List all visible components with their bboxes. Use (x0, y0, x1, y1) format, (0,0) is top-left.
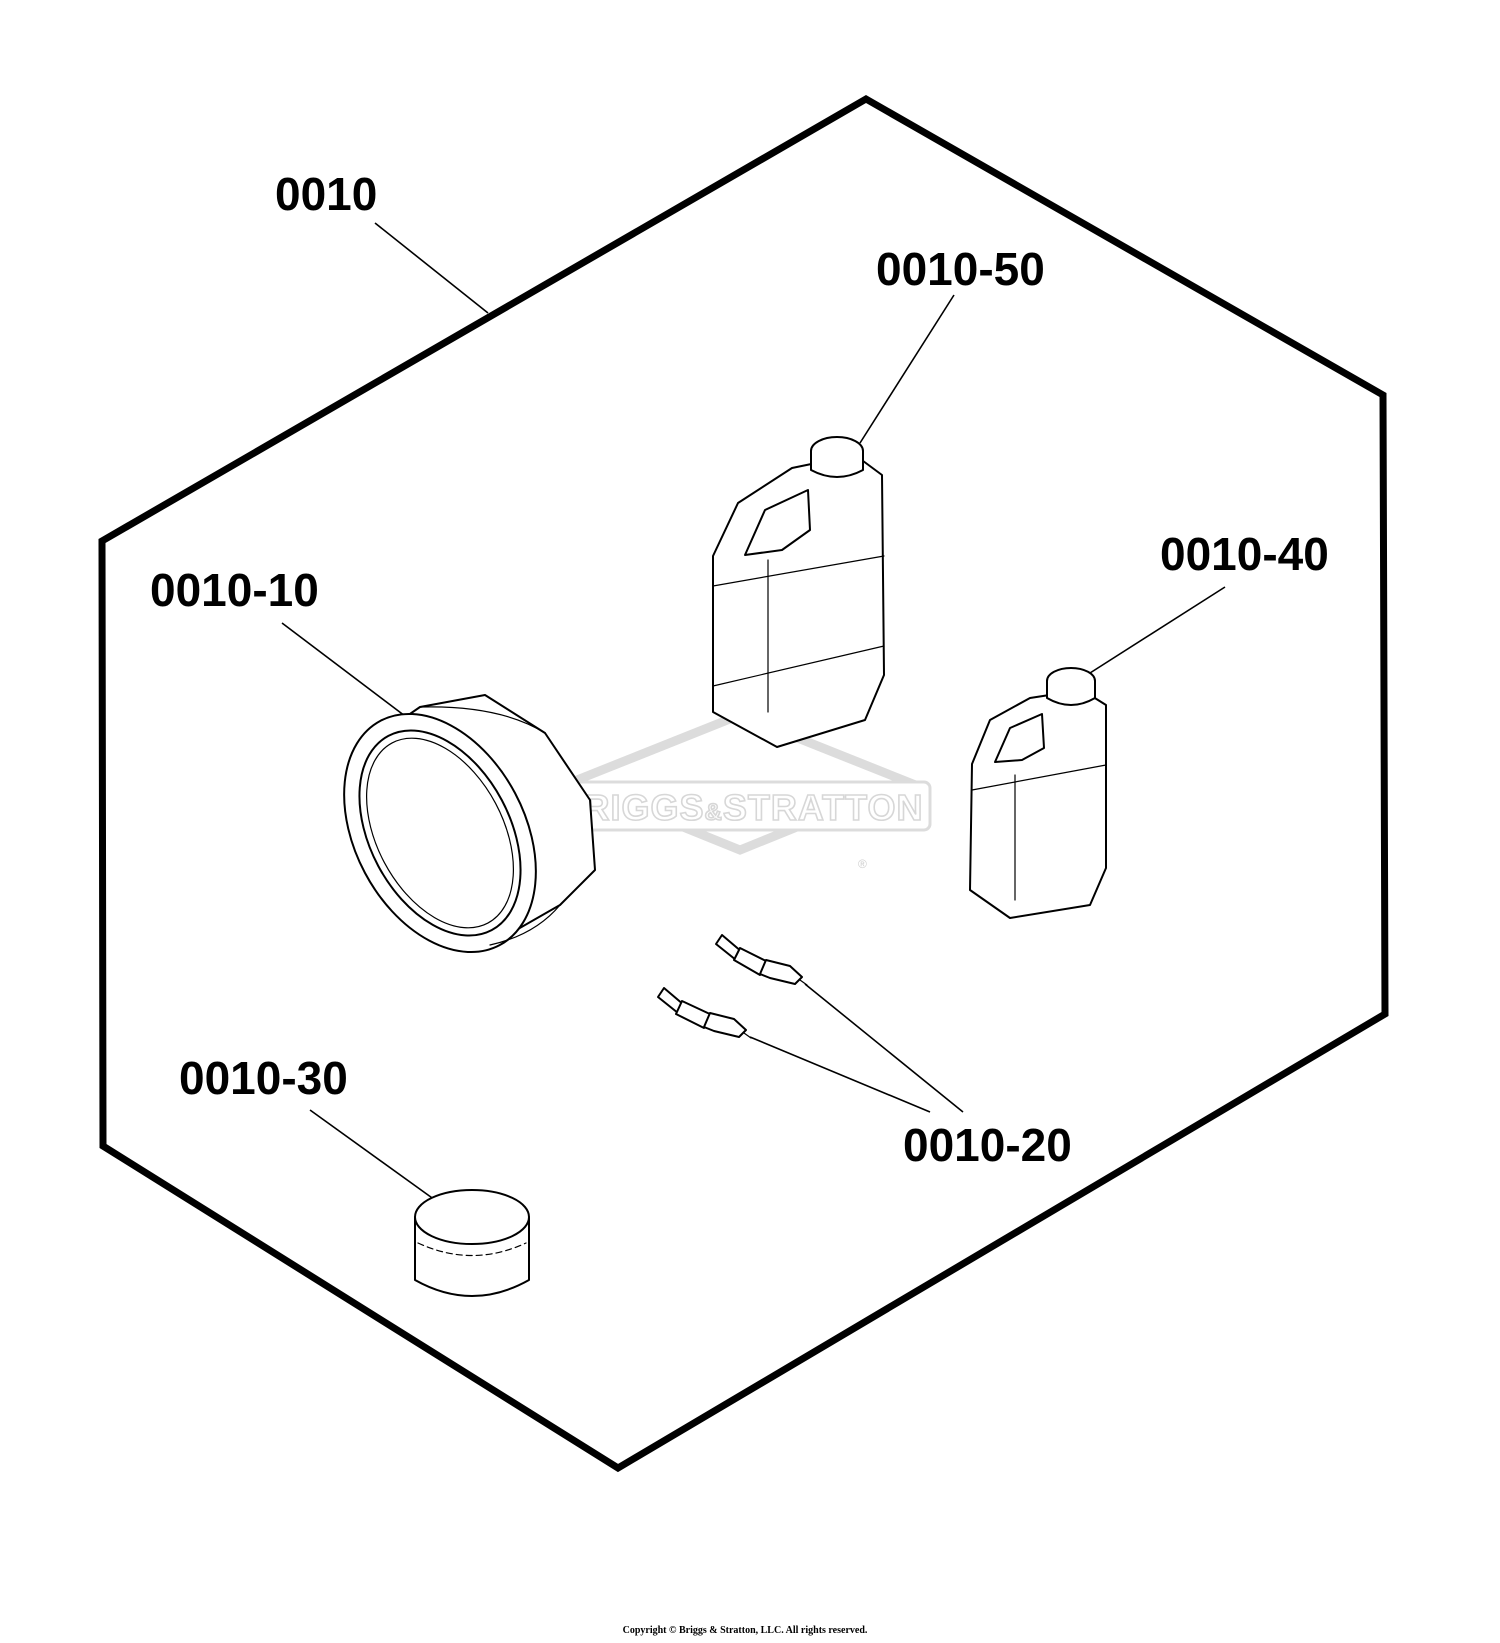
copyright-notice: Copyright © Briggs & Stratton, LLC. All … (623, 1625, 868, 1636)
callout-0010-10: 0010-10 (150, 564, 319, 616)
spark-plug-a-drawing (715, 934, 808, 986)
air-filter-drawing (343, 694, 596, 954)
watermark-brand-text: BRIGGS&STRATTON (556, 787, 923, 828)
leader-line-0010-10 (281, 622, 406, 717)
spark-plug-b-drawing (657, 987, 752, 1039)
leader-line-0010-20-b (749, 1036, 931, 1113)
callout-0010-50: 0010-50 (876, 243, 1045, 295)
oil-filter-drawing (414, 1189, 530, 1297)
watermark-registered-mark: ® (858, 857, 867, 871)
callout-0010-30: 0010-30 (179, 1052, 348, 1104)
oil-bottle-large-drawing (712, 436, 885, 748)
callout-0010: 0010 (275, 168, 377, 220)
leader-line-0010-40 (1089, 586, 1226, 674)
briggs-stratton-watermark-logo: BRIGGS&STRATTON ® (548, 710, 932, 871)
leader-line-0010-50 (859, 294, 955, 444)
leader-line-0010-30 (309, 1109, 436, 1201)
kit-outline-hexagon (98, 94, 1389, 1473)
oil-bottle-small-drawing (969, 667, 1107, 919)
callout-0010-20: 0010-20 (903, 1119, 1072, 1171)
callout-0010-40: 0010-40 (1160, 528, 1329, 580)
leader-line-0010 (374, 222, 489, 314)
leader-line-0010-20-a (804, 983, 964, 1113)
